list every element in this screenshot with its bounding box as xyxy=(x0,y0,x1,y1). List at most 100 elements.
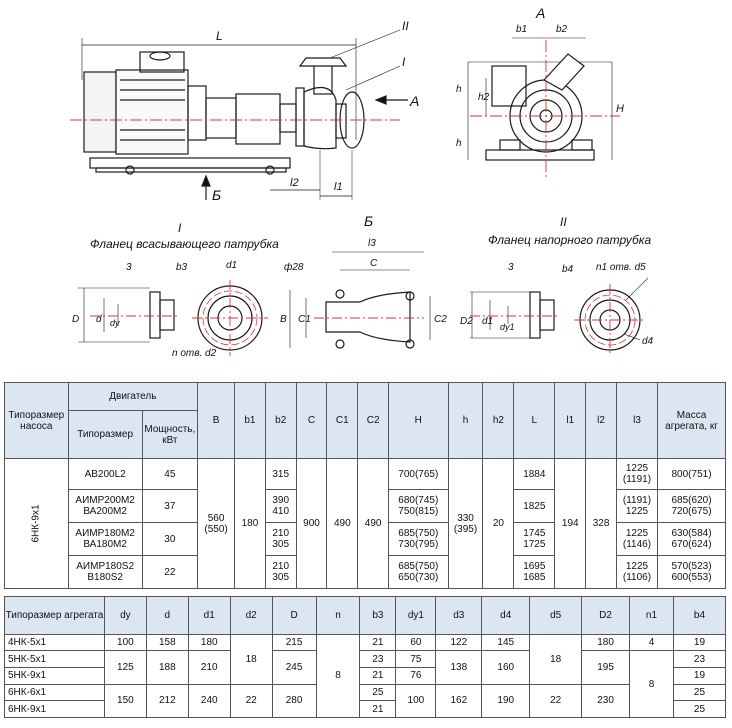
cell2-D-1: 215 xyxy=(271,633,317,652)
cell2-D2-3: 230 xyxy=(581,683,631,719)
cell-power-2: 37 xyxy=(141,489,199,523)
cell2-D2-1: 180 xyxy=(581,633,631,652)
cell2-d5-b: 22 xyxy=(529,683,583,719)
cell2-unit-4: 6НК-6х1 xyxy=(4,683,105,702)
th-C: C xyxy=(295,382,328,459)
label-dim-3-ii: 3 xyxy=(508,262,514,273)
cell-L-2: 1825 xyxy=(513,489,556,523)
cell-motor-1: АВ200L2 xyxy=(67,458,143,490)
detail-discharge-flange xyxy=(470,277,649,356)
th-b1: b1 xyxy=(234,382,266,459)
th-b2: b2 xyxy=(264,382,297,459)
cell2-D-3: 280 xyxy=(271,683,317,719)
cell-mass-4: 570(523) 600(553) xyxy=(657,555,726,589)
cell-L-1: 1884 xyxy=(513,458,556,490)
cell-l3-4: 1225 (1106) xyxy=(615,555,659,589)
label-b1: b1 xyxy=(516,24,527,35)
cell2-unit-2: 5НК-5х1 xyxy=(4,650,105,668)
cell2-dy-2: 125 xyxy=(103,650,147,685)
cell2-b4-1: 19 xyxy=(672,633,727,652)
th-l1: l1 xyxy=(554,382,587,459)
th2-D: D xyxy=(271,596,317,635)
th-h: h xyxy=(447,382,484,459)
label-dim-3: 3 xyxy=(126,262,132,273)
th2-n: n xyxy=(315,596,361,635)
cell-b2-2: 390 410 xyxy=(264,489,297,523)
label-d4: d4 xyxy=(642,336,654,347)
label-h-lower: h xyxy=(456,138,462,149)
cell-l3-2: (1191) 1225 xyxy=(615,489,659,523)
cell-mass-1: 800(751) xyxy=(657,458,726,490)
cell2-b4-4: 25 xyxy=(672,683,727,702)
cell2-d1-1: 180 xyxy=(187,633,231,652)
label-h2: h2 xyxy=(478,92,490,103)
th2-d: d xyxy=(145,596,189,635)
cell-power-3: 30 xyxy=(141,522,199,556)
label-holes-d2: n отв. d2 xyxy=(172,348,217,359)
th-B: B xyxy=(197,382,236,459)
cell-C2: 490 xyxy=(357,458,390,589)
th-H: H xyxy=(388,382,449,459)
cell-motor-4: АИМР180S2 В180S2 xyxy=(67,555,143,589)
label-C2: C2 xyxy=(434,314,447,325)
th-C1: C1 xyxy=(326,382,359,459)
cell2-d-3: 212 xyxy=(145,683,189,719)
cell2-b3-2: 23 xyxy=(359,650,397,668)
cell2-b3-4: 25 xyxy=(359,683,397,702)
th2-d3: d3 xyxy=(435,596,483,635)
cell2-d3-3: 162 xyxy=(435,683,483,719)
label-detail-i-title: I xyxy=(178,221,182,235)
dimensions-table-flanges: Типоразмер агрегата dy d d1 d2 D n b3 dy… xyxy=(4,596,727,719)
label-D: D xyxy=(72,314,79,325)
label-dy: dy xyxy=(110,318,120,328)
technical-drawing: L II I А Б l2 l1 А b1 b2 h h2 h H I Флан… xyxy=(70,5,654,359)
label-C: C xyxy=(370,258,378,269)
th-l3: l3 xyxy=(615,382,659,459)
cell-l3-3: 1225 (1146) xyxy=(615,522,659,556)
th2-D2: D2 xyxy=(581,596,631,635)
cell2-d5-a: 18 xyxy=(529,633,583,685)
th2-d1: d1 xyxy=(187,596,231,635)
cell-motor-3: АИМР180М2 ВА180М2 xyxy=(67,522,143,556)
label-h-upper: h xyxy=(456,84,462,95)
label-C1: C1 xyxy=(298,314,311,325)
cell-b1: 180 xyxy=(234,458,266,589)
label-detail-ii-caption: Фланец напорного патрубка xyxy=(488,233,651,247)
label-II-callout: II xyxy=(402,19,409,33)
cell2-D2-2: 195 xyxy=(581,650,631,685)
th-pump-type: Типоразмер насоса xyxy=(4,382,69,459)
cell-h2: 20 xyxy=(482,458,515,589)
cell-l3-1: 1225 (1191) xyxy=(615,458,659,490)
label-holes-d5: n1 отв. d5 xyxy=(596,262,646,273)
label-detail-ii-title: II xyxy=(560,215,567,229)
cell-motor-2: АИМР200М2 ВА200М2 xyxy=(67,489,143,523)
cell2-dy1-2: 75 xyxy=(395,650,437,668)
cell2-d3-1: 122 xyxy=(435,633,483,652)
label-l1: l1 xyxy=(334,181,343,193)
cell-power-4: 22 xyxy=(141,555,199,589)
cell-mass-2: 685(620) 720(675) xyxy=(657,489,726,523)
cell-h: 330 (395) xyxy=(447,458,484,589)
cell2-d2-a: 18 xyxy=(229,633,273,685)
cell2-dy-1: 100 xyxy=(103,633,147,652)
cell2-b3-3: 21 xyxy=(359,666,397,685)
cell2-b4-2: 23 xyxy=(672,650,727,668)
cell2-d-1: 158 xyxy=(145,633,189,652)
label-L: L xyxy=(216,29,223,43)
cell2-n1-1: 4 xyxy=(629,633,674,652)
th-motor-type: Типоразмер xyxy=(67,410,143,459)
cell-H-4: 685(750) 650(730) xyxy=(388,555,449,589)
dimensions-table-motor: Типоразмер насоса Двигатель B b1 b2 C C1… xyxy=(4,382,726,589)
th-h2: h2 xyxy=(482,382,515,459)
th2-dy: dy xyxy=(103,596,147,635)
cell-power-1: 45 xyxy=(141,458,199,490)
cell2-d3-2: 138 xyxy=(435,650,483,685)
cell-H-1: 700(765) xyxy=(388,458,449,490)
cell-L-4: 1695 1685 xyxy=(513,555,556,589)
cell2-d4-3: 190 xyxy=(481,683,531,719)
th-motor: Двигатель xyxy=(67,382,199,411)
th2-dy1: dy1 xyxy=(395,596,437,635)
cell2-d4-1: 145 xyxy=(481,633,531,652)
cell2-b3-1: 21 xyxy=(359,633,397,652)
label-section-b-arrow: Б xyxy=(212,187,221,203)
